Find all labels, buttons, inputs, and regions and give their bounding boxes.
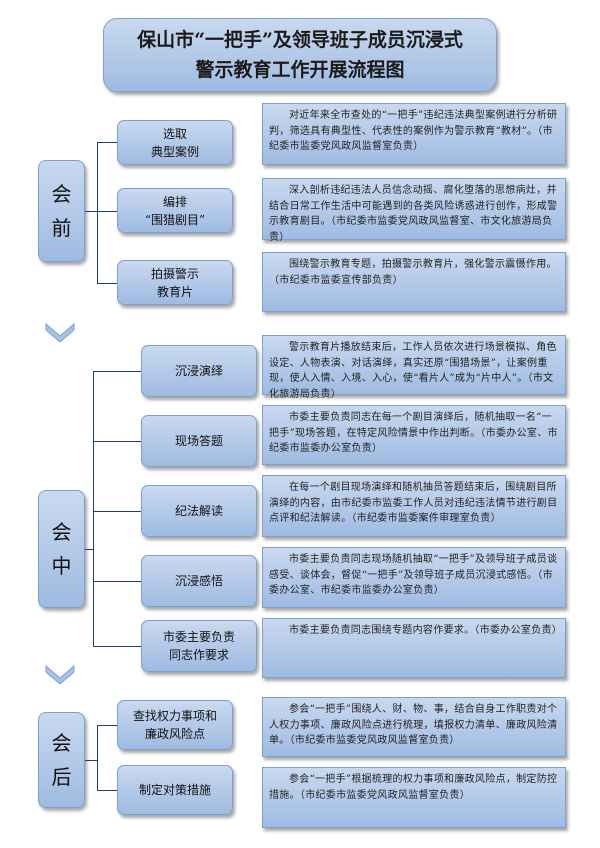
connector-line bbox=[93, 511, 141, 512]
step-box: 沉浸演绎 bbox=[141, 345, 257, 397]
step-label: “围猎剧目” bbox=[144, 212, 206, 227]
phase-label: 会 bbox=[51, 182, 72, 206]
step-label: 纪法解读 bbox=[174, 504, 223, 518]
step-description: 围绕警示教育专题，拍摄警示教育片，强化警示震慑作用。（市纪委市监委宣传部负责） bbox=[262, 252, 566, 312]
connector-line bbox=[93, 441, 141, 442]
connector-line bbox=[93, 646, 141, 647]
connector-line bbox=[93, 371, 141, 372]
step-label: 制定对策措施 bbox=[138, 783, 211, 797]
phase-label: 会 bbox=[51, 731, 72, 755]
step-box: 编排 “围猎剧目” bbox=[117, 188, 233, 233]
step-box: 市委主要负责同志作要求 bbox=[141, 620, 257, 672]
step-description: 参会“一把手”围绕人、财、物、事，结合自身工作职责对个人权力事项、廉政风险点进行… bbox=[262, 697, 566, 757]
phase-before-meeting: 会前 bbox=[38, 160, 85, 262]
connector-line bbox=[93, 371, 94, 646]
flowchart-title: 保山市“一把手”及领导班子成员沉浸式警示教育工作开展流程图 bbox=[103, 18, 497, 92]
connector-line bbox=[85, 760, 97, 761]
step-label: 典型案例 bbox=[150, 144, 199, 159]
chevron-down-icon bbox=[45, 322, 75, 343]
connector-line bbox=[97, 283, 117, 284]
title-line-2: 警示教育工作开展流程图 bbox=[195, 59, 405, 81]
phase-during-meeting: 会中 bbox=[38, 490, 85, 608]
step-box: 查找权力事项和廉政风险点 bbox=[117, 700, 233, 750]
step-box: 选取典型案例 bbox=[117, 120, 233, 165]
connector-line bbox=[97, 725, 117, 726]
step-box: 现场答题 bbox=[141, 415, 257, 467]
connector-line bbox=[97, 211, 117, 212]
step-box: 拍摄警示教育片 bbox=[117, 260, 233, 305]
step-label: 同志作要求 bbox=[168, 648, 229, 662]
step-description: 参会“一把手”根据梳理的权力事项和廉政风险点，制定防控措施。（市纪委市监委党风政… bbox=[262, 767, 566, 828]
connector-line bbox=[93, 581, 141, 582]
step-label: 廉政风险点 bbox=[144, 727, 205, 741]
phase-label: 中 bbox=[51, 554, 72, 578]
connector-line bbox=[85, 211, 97, 212]
step-description: 市委主要负责同志在每一个剧目演绎后，随机抽取一名“一把手”现场答题，在特定风险情… bbox=[262, 405, 566, 465]
step-description: 深入剖析违纪违法人员信念动摇、腐化堕落的思想病灶，并结合日常工作生活中可能遇到的… bbox=[262, 178, 566, 243]
step-label: 选取 bbox=[162, 126, 187, 141]
phase-label: 会 bbox=[51, 520, 72, 544]
step-box: 沉浸感悟 bbox=[141, 555, 257, 607]
step-label: 拍摄警示 bbox=[150, 266, 199, 281]
phase-label: 后 bbox=[51, 765, 72, 789]
connector-line bbox=[97, 142, 117, 143]
step-label: 编排 bbox=[162, 194, 187, 209]
phase-label: 前 bbox=[51, 216, 72, 240]
phase-after-meeting: 会后 bbox=[38, 712, 85, 808]
step-box: 纪法解读 bbox=[141, 485, 257, 537]
chevron-down-icon bbox=[45, 664, 75, 685]
step-description: 警示教育片播放结束后，工作人员依次进行场景模拟、角色设定、人物表演、对话演绎，真… bbox=[262, 335, 566, 400]
step-label: 沉浸演绎 bbox=[174, 364, 223, 378]
connector-line bbox=[85, 549, 93, 550]
step-box: 制定对策措施 bbox=[117, 765, 233, 815]
step-label: 教育片 bbox=[156, 284, 193, 299]
connector-line bbox=[97, 725, 98, 790]
step-label: 市委主要负责 bbox=[162, 630, 235, 644]
step-label: 沉浸感悟 bbox=[174, 574, 223, 588]
step-description: 对近年来全市查处的“一把手”违纪违法典型案例进行分析研判，筛选具有典型性、代表性… bbox=[262, 103, 566, 165]
connector-line bbox=[97, 790, 117, 791]
step-description: 在每一个剧目现场演绎和随机抽员答题结束后，围绕剧目所演绎的内容，由市纪委市监委工… bbox=[262, 475, 566, 537]
step-label: 现场答题 bbox=[174, 434, 223, 448]
step-description: 市委主要负责同志围绕专题内容作要求。（市委办公室负责） bbox=[262, 618, 566, 678]
connector-line bbox=[97, 142, 98, 284]
step-description: 市委主要负责同志现场随机抽取“一把手”及领导班子成员谈感受、谈体会，督促“一把手… bbox=[262, 547, 566, 608]
step-label: 查找权力事项和 bbox=[132, 709, 217, 723]
title-line-1: 保山市“一把手”及领导班子成员沉浸式 bbox=[137, 29, 463, 51]
